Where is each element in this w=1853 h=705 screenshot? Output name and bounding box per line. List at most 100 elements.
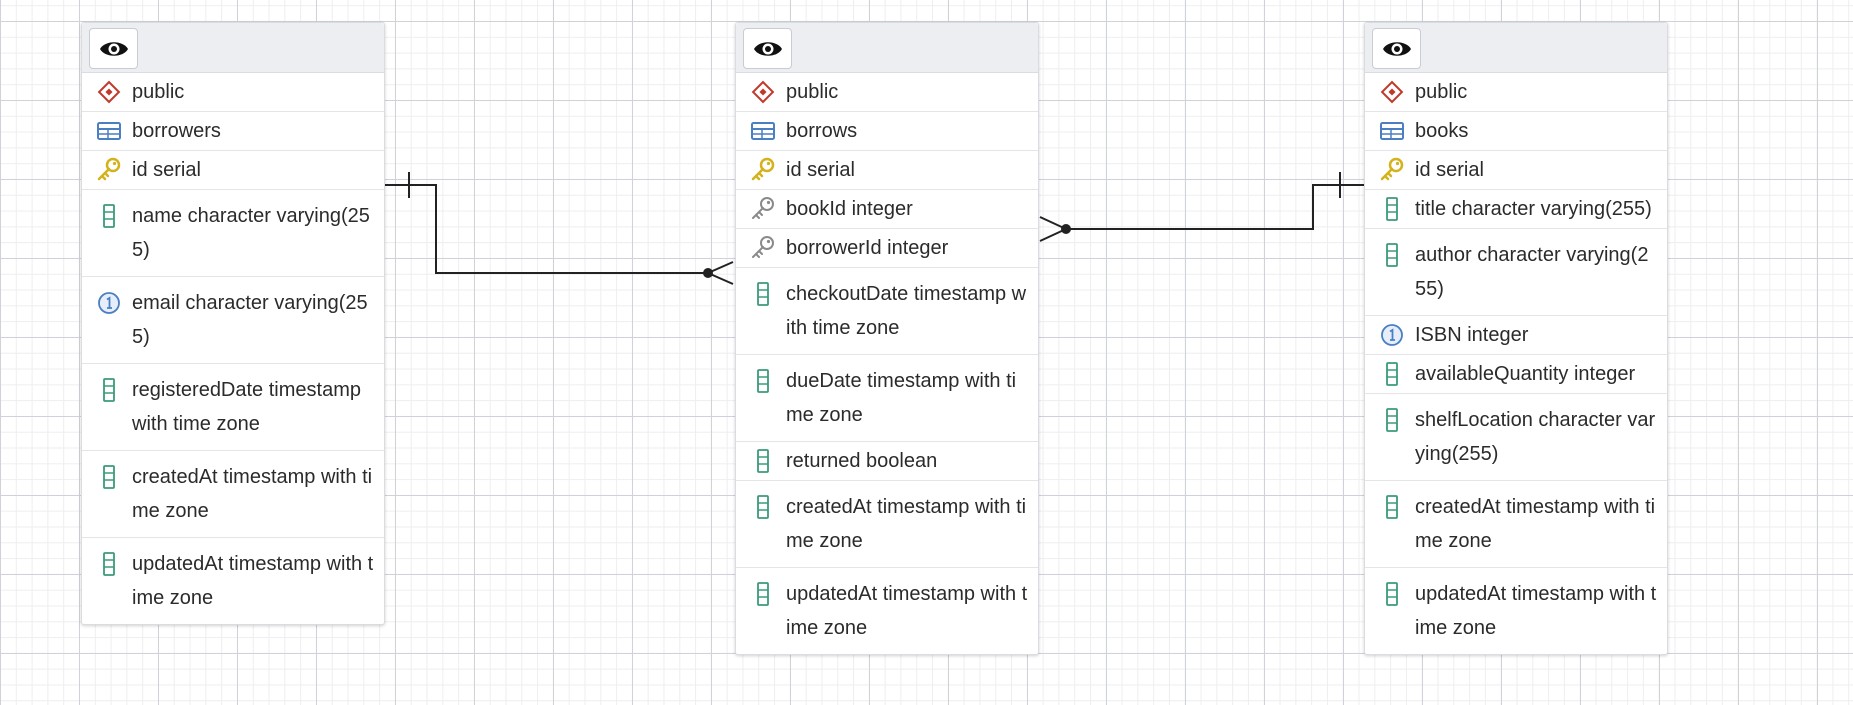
column-icon [750, 577, 776, 611]
column-label: updatedAt timestamp with time zone [132, 553, 374, 609]
column-label: registeredDate timestamp with time zone [132, 379, 361, 435]
table-node-borrowers[interactable]: public borrowers id serial name character v… [81, 22, 385, 625]
column-row[interactable]: shelfLocation character varying(255) [1365, 394, 1667, 481]
column-label: availableQuantity integer [1415, 363, 1636, 385]
column-row[interactable]: email character varying(255) [82, 277, 384, 364]
column-label: id serial [786, 159, 855, 181]
column-row[interactable]: name character varying(255) [82, 190, 384, 277]
edge-books-borrows [1066, 184, 1364, 230]
column-row[interactable]: registeredDate timestamp with time zone [82, 364, 384, 451]
table-node-books[interactable]: public books id serial title character vary… [1364, 22, 1668, 655]
primary-key-icon [750, 153, 776, 187]
column-row[interactable]: returned boolean [736, 442, 1038, 481]
visibility-toggle-button[interactable] [89, 28, 138, 69]
column-row[interactable]: id serial [82, 151, 384, 190]
column-label: createdAt timestamp with time zone [786, 496, 1027, 552]
column-label: createdAt timestamp with time zone [132, 466, 373, 522]
column-label: checkoutDate timestamp with time zone [786, 283, 1027, 339]
edge-many-marker-borrows-borrowerid [705, 261, 734, 285]
foreign-key-icon [750, 231, 776, 265]
edge-borrowers-borrows [385, 184, 708, 274]
column-row[interactable]: createdAt timestamp with time zone [82, 451, 384, 538]
column-icon [1379, 192, 1405, 226]
unique-icon [1379, 318, 1405, 352]
column-label: name character varying(255) [132, 205, 370, 261]
column-row[interactable]: createdAt timestamp with time zone [1365, 481, 1667, 568]
table-name-row[interactable]: borrowers [82, 112, 384, 151]
column-row[interactable]: updatedAt timestamp with time zone [736, 568, 1038, 654]
table-name: books [1415, 120, 1469, 142]
column-row[interactable]: createdAt timestamp with time zone [736, 481, 1038, 568]
schema-icon [1379, 75, 1405, 109]
column-icon [96, 547, 122, 581]
table-name: borrows [786, 120, 858, 142]
table-header [736, 23, 1038, 73]
primary-key-icon [96, 153, 122, 187]
column-label: dueDate timestamp with time zone [786, 370, 1017, 426]
column-label: email character varying(255) [132, 292, 368, 348]
column-label: updatedAt timestamp with time zone [786, 583, 1028, 639]
table-node-borrows[interactable]: public borrows id serial bookId integer borr… [735, 22, 1039, 655]
table-name: borrowers [132, 120, 221, 142]
primary-key-icon [1379, 153, 1405, 187]
column-icon [1379, 238, 1405, 272]
column-row[interactable]: ISBN integer [1365, 316, 1667, 355]
edge-many-marker-borrows-bookid [1039, 216, 1069, 242]
column-label: id serial [132, 159, 201, 181]
schema-name: public [1415, 81, 1468, 103]
eye-icon [1382, 39, 1412, 59]
edge-dot-borrows-borrowerid [703, 268, 713, 278]
column-icon [750, 444, 776, 478]
schema-row[interactable]: public [1365, 73, 1667, 112]
column-label: author character varying(255) [1415, 244, 1649, 300]
column-label: ISBN integer [1415, 324, 1529, 346]
table-name-row[interactable]: books [1365, 112, 1667, 151]
table-icon [750, 114, 776, 148]
visibility-toggle-button[interactable] [743, 28, 792, 69]
column-label: bookId integer [786, 198, 913, 220]
schema-icon [96, 75, 122, 109]
column-label: title character varying(255) [1415, 198, 1652, 220]
column-icon [750, 490, 776, 524]
column-icon [750, 277, 776, 311]
column-label: createdAt timestamp with time zone [1415, 496, 1656, 552]
schema-name: public [132, 81, 185, 103]
schema-row[interactable]: public [82, 73, 384, 112]
column-label: returned boolean [786, 450, 938, 472]
column-row[interactable]: title character varying(255) [1365, 190, 1667, 229]
column-row[interactable]: author character varying(255) [1365, 229, 1667, 316]
column-label: id serial [1415, 159, 1484, 181]
column-row[interactable]: id serial [1365, 151, 1667, 190]
visibility-toggle-button[interactable] [1372, 28, 1421, 69]
table-name-row[interactable]: borrows [736, 112, 1038, 151]
column-row[interactable]: availableQuantity integer [1365, 355, 1667, 394]
column-icon [96, 373, 122, 407]
table-header [1365, 23, 1667, 73]
eye-icon [99, 39, 129, 59]
column-row[interactable]: dueDate timestamp with time zone [736, 355, 1038, 442]
column-icon [1379, 403, 1405, 437]
column-row[interactable]: updatedAt timestamp with time zone [1365, 568, 1667, 654]
column-icon [750, 364, 776, 398]
column-row[interactable]: id serial [736, 151, 1038, 190]
column-row[interactable]: checkoutDate timestamp with time zone [736, 268, 1038, 355]
column-label: shelfLocation character varying(255) [1415, 409, 1656, 465]
eye-icon [753, 39, 783, 59]
column-label: updatedAt timestamp with time zone [1415, 583, 1657, 639]
schema-name: public [786, 81, 839, 103]
column-row[interactable]: borrowerId integer [736, 229, 1038, 268]
column-icon [96, 460, 122, 494]
schema-icon [750, 75, 776, 109]
column-row[interactable]: bookId integer [736, 190, 1038, 229]
schema-row[interactable]: public [736, 73, 1038, 112]
column-icon [1379, 357, 1405, 391]
column-label: borrowerId integer [786, 237, 949, 259]
column-icon [1379, 577, 1405, 611]
table-icon [96, 114, 122, 148]
table-icon [1379, 114, 1405, 148]
column-icon [96, 199, 122, 233]
edge-dot-borrows-bookid [1061, 224, 1071, 234]
table-header [82, 23, 384, 73]
column-row[interactable]: updatedAt timestamp with time zone [82, 538, 384, 624]
